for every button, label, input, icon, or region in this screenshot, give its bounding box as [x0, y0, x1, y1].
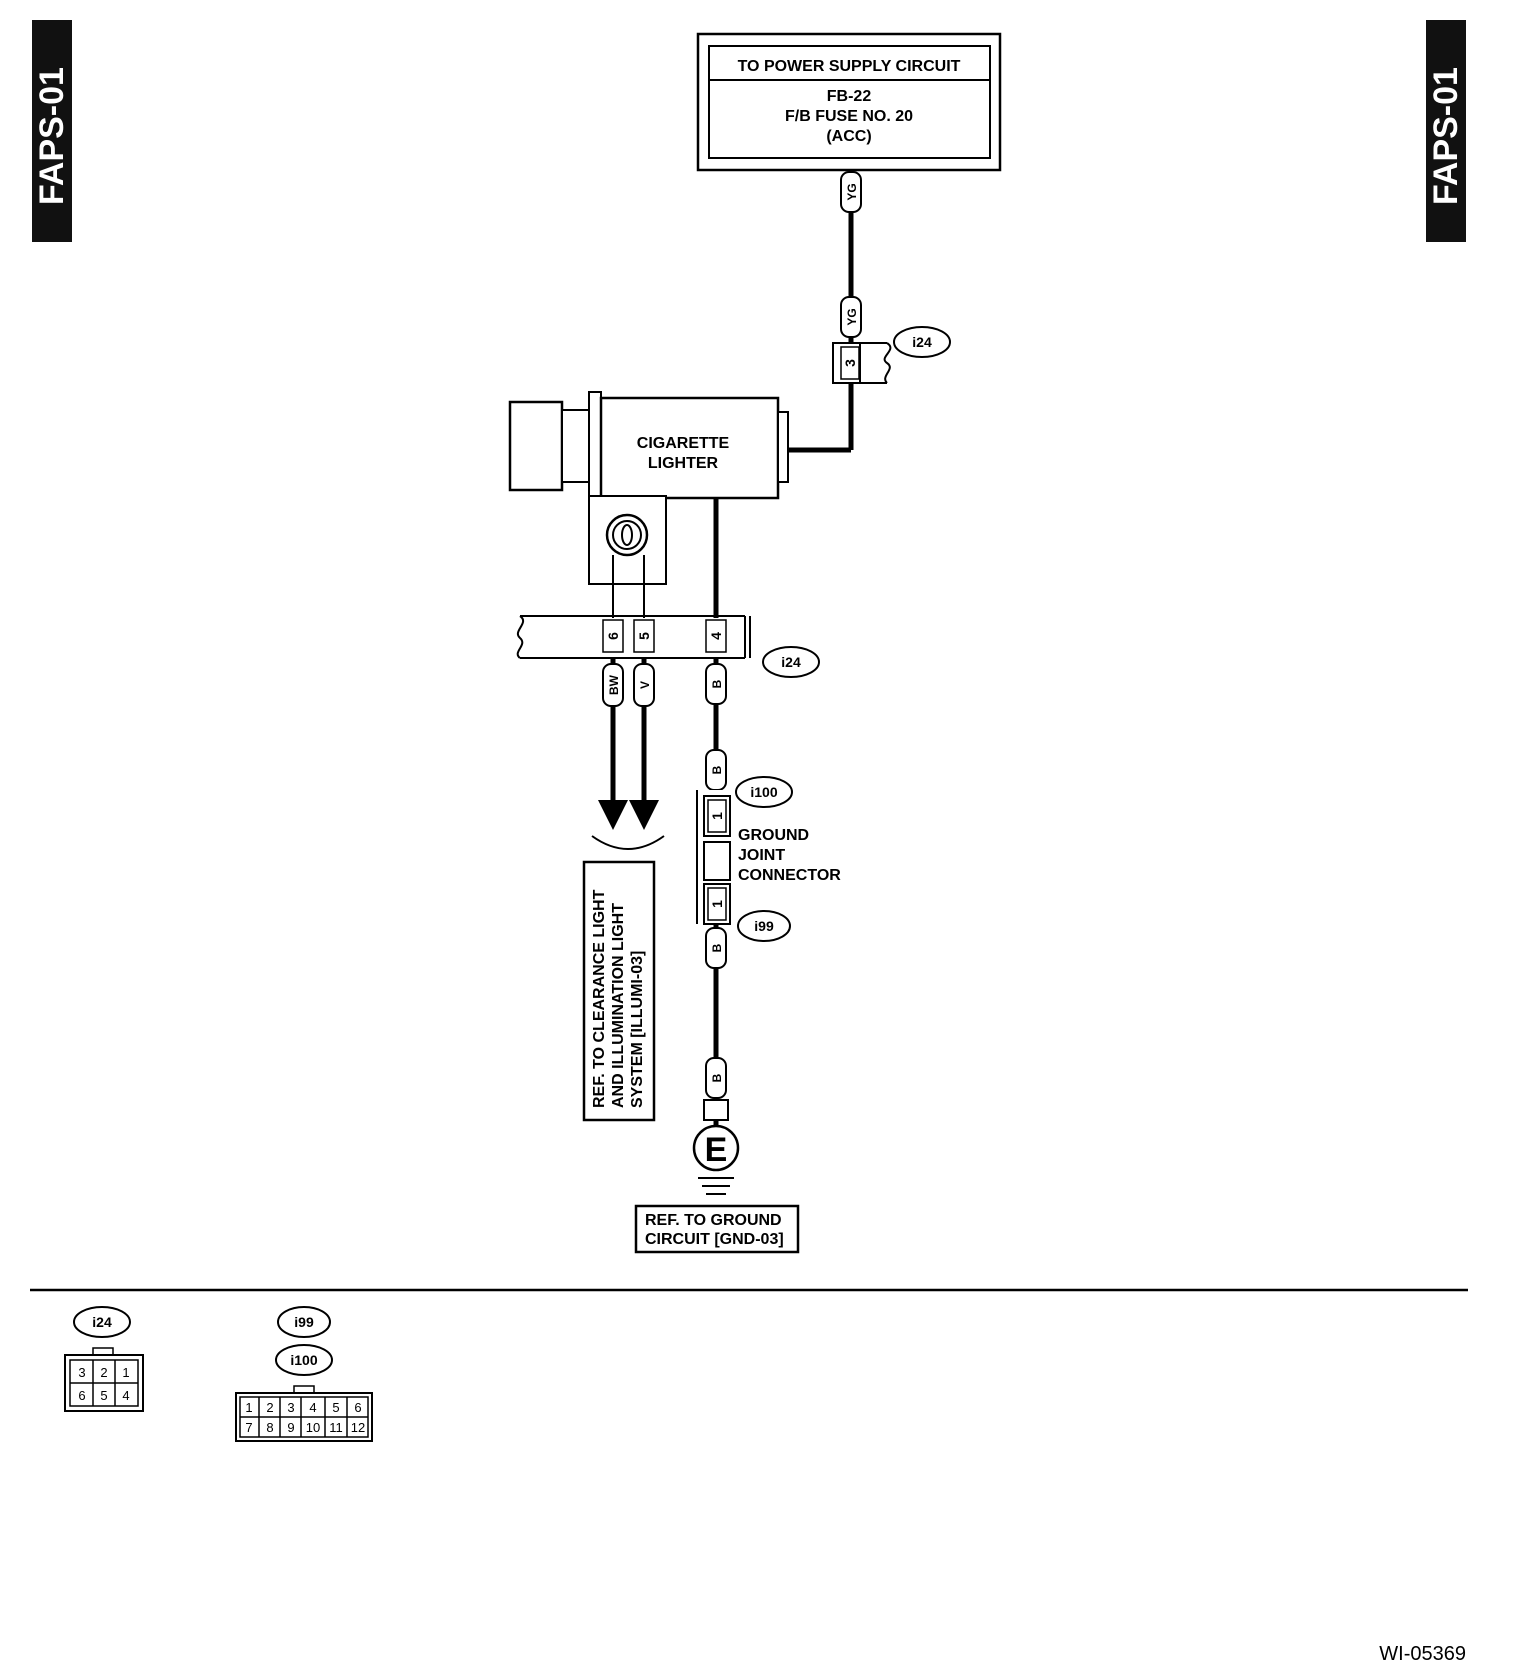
power-box-header: TO POWER SUPPLY CIRCUIT: [738, 58, 961, 75]
legend-i99-pin: 8: [266, 1420, 273, 1435]
power-box-line1: FB-22: [827, 88, 872, 105]
ref-illum-line3: SYSTEM [ILLUMI-03]: [629, 951, 646, 1108]
page-tag-left-text: FAPS-01: [33, 67, 71, 205]
ground-terminal: E: [692, 1099, 740, 1195]
component-label-line1: CIGARETTE: [637, 435, 730, 452]
power-box-line3: (ACC): [826, 128, 871, 145]
wire-label-b3: B: [710, 943, 724, 952]
pin-i24-4: 4: [708, 632, 724, 640]
pin-i24-5: 5: [636, 632, 652, 640]
legend-i99-pin: 9: [287, 1420, 294, 1435]
wire-label-b1: B: [710, 679, 724, 688]
cigarette-lighter: CIGARETTE LIGHTER: [508, 391, 789, 585]
legend-i24-pin: 6: [78, 1388, 85, 1403]
pin-i24-6: 6: [605, 632, 621, 640]
power-supply-box: TO POWER SUPPLY CIRCUIT FB-22 F/B FUSE N…: [696, 32, 1002, 172]
legend-i24-pin: 3: [78, 1365, 85, 1380]
legend-i24-pin: 1: [122, 1365, 129, 1380]
page-tag-right: FAPS-01: [1426, 20, 1466, 242]
legend-i99-pin: 12: [351, 1420, 365, 1435]
pin-i100-1: 1: [709, 812, 725, 820]
legend-i99-pin: 5: [332, 1400, 339, 1415]
legend-i24-pin: 2: [100, 1365, 107, 1380]
wires-bw-v: BW V: [591, 658, 665, 850]
legend-i99-pin: 10: [306, 1420, 320, 1435]
legend-i99-pin: 1: [245, 1400, 252, 1415]
connector-label-i24-top: i24: [912, 334, 932, 350]
ref-illum-line1: REF. TO CLEARANCE LIGHT: [591, 889, 608, 1108]
page-tag-right-text: FAPS-01: [1427, 67, 1465, 205]
component-label-line2: LIGHTER: [648, 455, 719, 472]
ground-joint-line3: CONNECTOR: [738, 867, 841, 884]
legend-i99-pin: 4: [309, 1400, 316, 1415]
connector-label-i100: i100: [750, 784, 777, 800]
legend-i99-i100: i99 i100 1 2 3 4 5 6 7 8 9 10 11 12: [235, 1306, 373, 1442]
connector-label-i99: i99: [754, 918, 774, 934]
ground-joint-line2: JOINT: [738, 847, 785, 864]
legend-i99-pin: 2: [266, 1400, 273, 1415]
pin-i99-1: 1: [709, 900, 725, 908]
legend-i24: i24 3 2 1 6 5 4: [64, 1306, 144, 1412]
legend-i24-pin: 5: [100, 1388, 107, 1403]
ref-illum-line2: AND ILLUMINATION LIGHT: [610, 903, 627, 1108]
lamp-wires: [612, 555, 645, 618]
legend-i99-pin: 3: [287, 1400, 294, 1415]
connector-i24-top: 3 i24: [832, 326, 951, 384]
connector-label-i24-mid: i24: [781, 654, 801, 670]
legend-i99-pin: 7: [245, 1420, 252, 1435]
wire-label-yg-top: YG: [845, 183, 859, 200]
power-box-line2: F/B FUSE NO. 20: [785, 108, 913, 125]
legend-i99-label: i99: [294, 1314, 314, 1330]
legend-i100-label: i100: [290, 1352, 317, 1368]
arrow-bw: [598, 800, 628, 830]
ref-ground-box: REF. TO GROUND CIRCUIT [GND-03]: [634, 1204, 800, 1254]
wire-label-yg-conn: YG: [845, 308, 859, 325]
connector-i24-mid: 6 5 4 i24: [516, 615, 820, 678]
figure-id: WI-05369: [1379, 1643, 1466, 1665]
legend-i24-pin: 4: [122, 1388, 129, 1403]
legend-i99-pin: 6: [354, 1400, 361, 1415]
ground-joint-connector: 1 1 i100 i99 GROUND JOINT CONNECTOR: [696, 776, 841, 942]
ref-ground-line1: REF. TO GROUND: [645, 1212, 782, 1229]
legend-i24-label: i24: [92, 1314, 112, 1330]
wire-yg: YG YG: [787, 170, 862, 453]
ground-symbol-e: E: [705, 1131, 728, 1169]
wire-label-v: V: [638, 681, 652, 689]
ref-ground-line2: CIRCUIT [GND-03]: [645, 1231, 784, 1248]
ref-illumination-box: REF. TO CLEARANCE LIGHT AND ILLUMINATION…: [582, 860, 656, 1122]
wire-label-bw: BW: [607, 674, 621, 695]
arrow-v: [629, 800, 659, 830]
wire-label-b2: B: [710, 765, 724, 774]
legend-i99-pin: 11: [329, 1420, 343, 1435]
wire-label-b4: B: [710, 1073, 724, 1082]
pin-i24-3: 3: [842, 359, 858, 367]
ground-joint-line1: GROUND: [738, 827, 809, 844]
page-tag-left: FAPS-01: [32, 20, 72, 242]
